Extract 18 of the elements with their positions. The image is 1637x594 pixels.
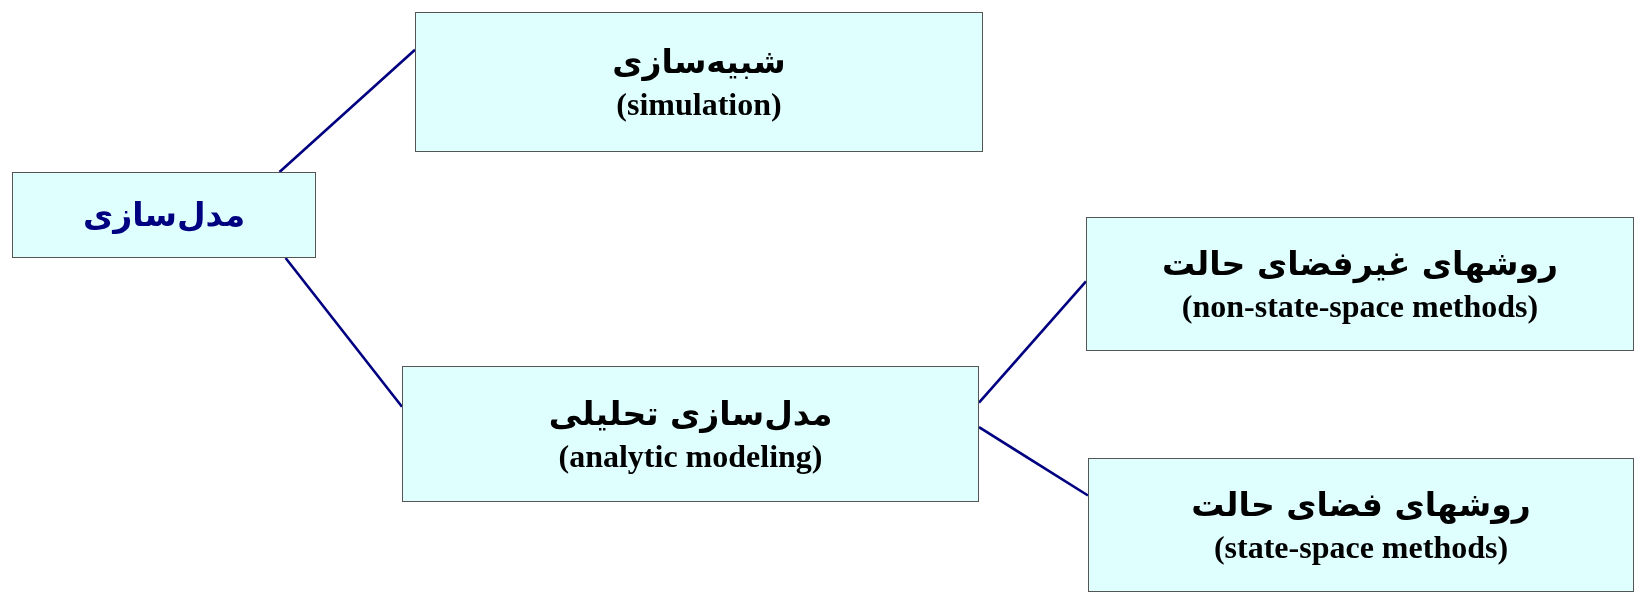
box-node: [1086, 217, 1634, 351]
box-node: [1088, 458, 1634, 592]
english-label: (state-space methods): [1213, 528, 1509, 567]
box-node: [415, 12, 983, 152]
persian-label: روشهای غیرفضای حالت: [1161, 243, 1559, 286]
connector-line: [284, 257, 404, 408]
box-node: [402, 366, 979, 502]
persian-label: مدل‌سازی: [82, 194, 246, 236]
box-node: [12, 172, 316, 258]
english-label: (non-state-space methods): [1181, 287, 1539, 326]
persian-label: روشهای فضای حالت: [1191, 484, 1531, 526]
english-label: (analytic modeling): [558, 437, 823, 476]
english-label: (simulation): [616, 85, 782, 124]
persian-label: شبیه‌سازی: [612, 41, 786, 83]
connector-line: [978, 426, 1089, 497]
connector-line: [278, 48, 416, 173]
connector-line: [978, 280, 1087, 404]
persian-label: مدل‌سازی تحلیلی: [548, 393, 833, 435]
